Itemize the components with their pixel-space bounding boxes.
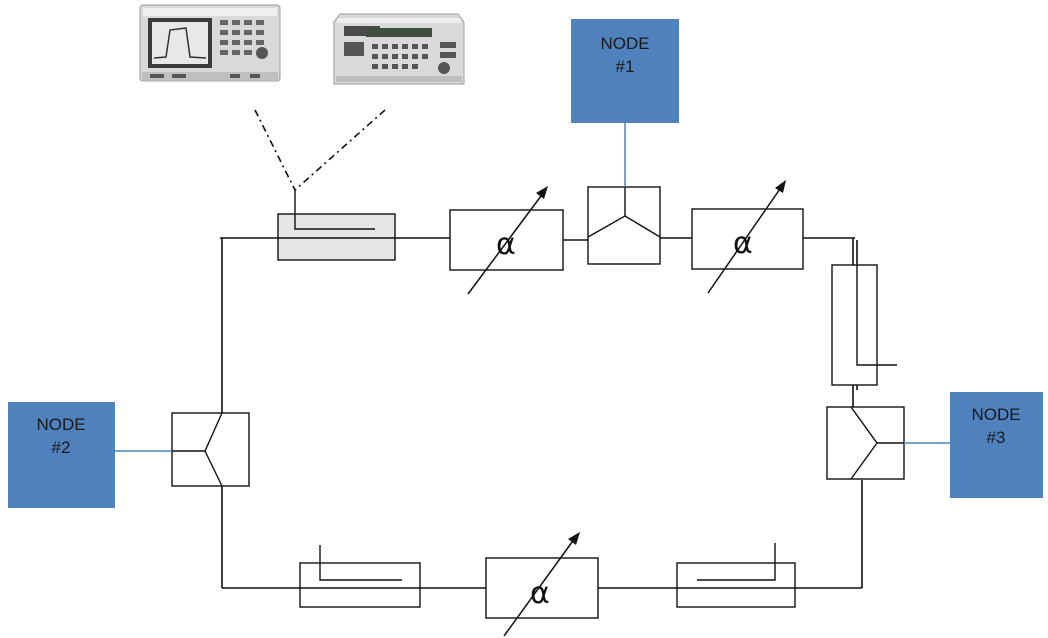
node-1: NODE #1	[571, 19, 679, 123]
splitter-left	[172, 413, 249, 486]
coupler-right	[832, 265, 897, 385]
variable-attenuator-3: α	[486, 532, 598, 636]
coupler-bottom-left	[300, 545, 420, 607]
node-links	[115, 123, 950, 451]
node-2-label-line2: #2	[52, 438, 71, 457]
variable-attenuator-1: α	[450, 186, 563, 294]
attenuator-1-symbol: α	[496, 227, 516, 262]
variable-attenuator-2: α	[692, 180, 803, 293]
node-1-label-line2: #1	[616, 57, 635, 76]
node-2: NODE #2	[8, 402, 115, 508]
spectrum-analyzer-icon	[140, 5, 280, 81]
node-3-label-line1: NODE	[971, 405, 1020, 424]
coupler-bottom-right	[677, 543, 795, 607]
tap-coupler-top	[278, 190, 395, 260]
splitter-right	[827, 407, 904, 479]
signal-generator-icon	[334, 14, 464, 84]
attenuator-3-symbol: α	[530, 576, 550, 611]
node-2-label-line1: NODE	[36, 415, 85, 434]
node-1-label-line1: NODE	[600, 34, 649, 53]
node-3-label-line2: #3	[987, 428, 1006, 447]
fiber-ring	[220, 238, 862, 588]
instrument-leads	[255, 110, 385, 190]
splitter-top	[588, 187, 660, 264]
node-3: NODE #3	[950, 392, 1043, 498]
